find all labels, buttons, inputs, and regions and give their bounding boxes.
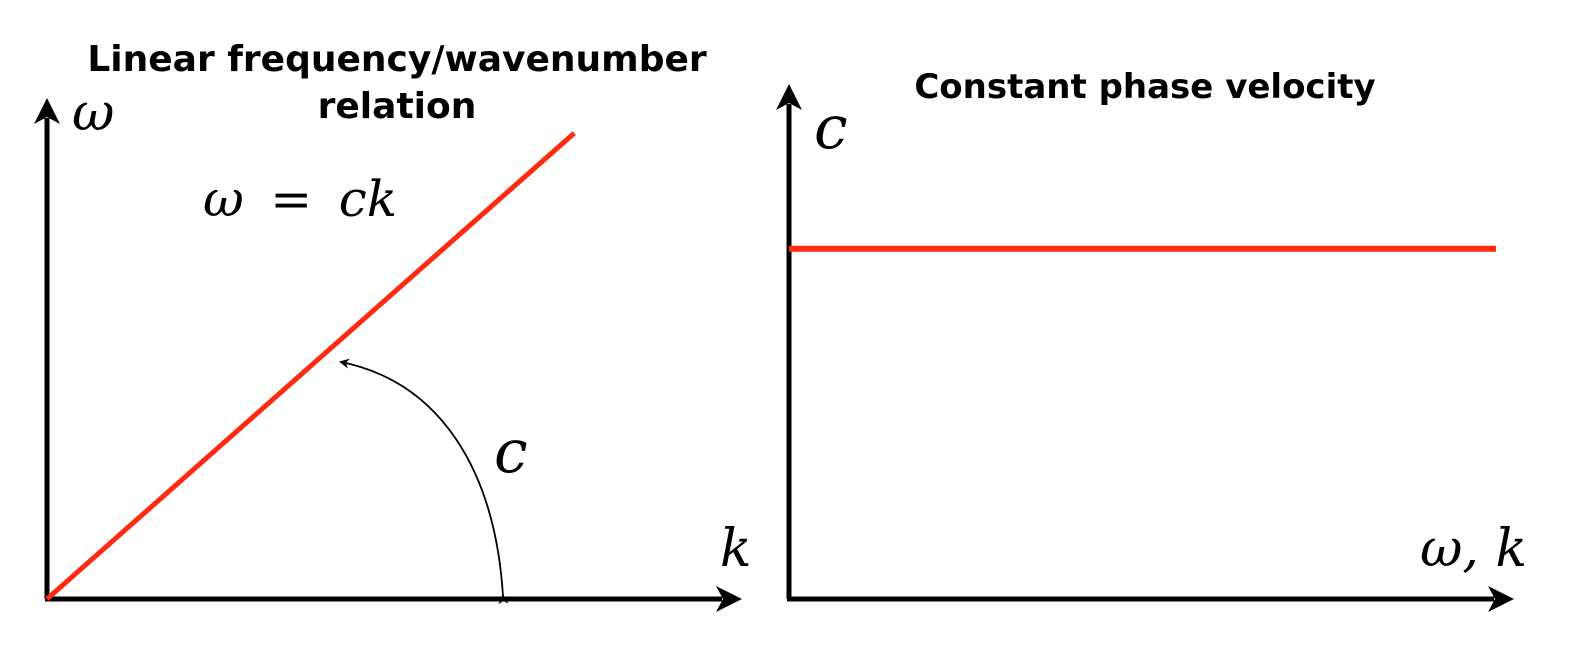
- right-y-axis-label: c: [814, 93, 848, 163]
- left-y-axis-arrowhead: [34, 98, 60, 124]
- angle-label: c: [494, 417, 528, 487]
- left-chart-title-line-1: Linear frequency/wavenumber: [87, 39, 707, 80]
- left-chart: Linear frequency/wavenumber relation ω k…: [34, 39, 752, 612]
- left-y-axis-label: ω: [72, 83, 114, 143]
- equation-lhs: ω: [203, 170, 244, 228]
- right-chart: Constant phase velocity c ω, k: [776, 67, 1527, 612]
- right-x-axis-label: ω, k: [1420, 519, 1527, 579]
- left-x-axis-label: k: [720, 519, 752, 579]
- left-x-axis-arrowhead: [716, 586, 742, 612]
- left-chart-title-line-2: relation: [318, 86, 477, 127]
- equation-operator: =: [270, 170, 312, 228]
- left-series-line: [45, 131, 576, 601]
- right-chart-title: Constant phase velocity: [914, 67, 1375, 107]
- equation-rhs: ck: [339, 170, 397, 228]
- left-equation: ω = ck: [203, 170, 397, 228]
- angle-arc: [339, 358, 509, 605]
- right-x-axis-arrowhead: [1488, 586, 1514, 612]
- right-y-axis-arrowhead: [776, 84, 802, 110]
